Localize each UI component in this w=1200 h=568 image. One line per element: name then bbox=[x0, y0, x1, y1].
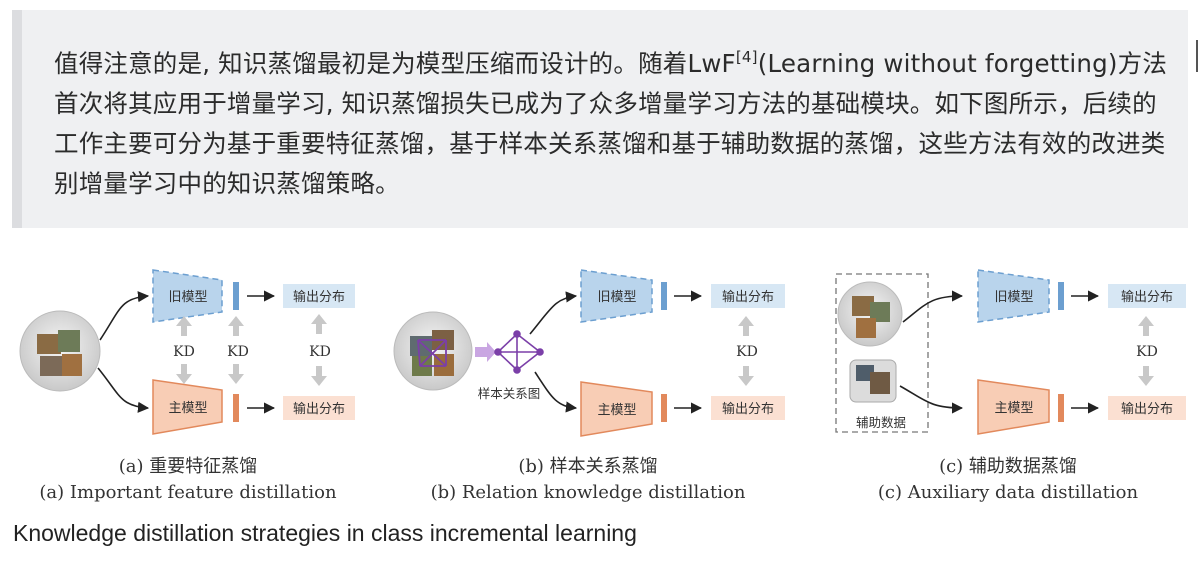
old-model-label: 旧模型 bbox=[168, 290, 207, 305]
dashed-group-box bbox=[835, 273, 929, 433]
old-output-label: 输出分布 bbox=[722, 289, 774, 305]
main-output-label: 输出分布 bbox=[293, 401, 345, 417]
old-output-box bbox=[1108, 284, 1186, 308]
image-thumb bbox=[58, 330, 80, 352]
kd-label: KD bbox=[736, 344, 758, 360]
panel-b-title-cn: (b) 样本关系蒸馏 bbox=[518, 456, 658, 477]
quote-paragraph: 值得注意的是, 知识蒸馏最初是为模型压缩而设计的。随着LwF[4](Learni… bbox=[54, 44, 1179, 204]
paragraph-text-2: (Learning without forgetting)方法首次将其应用于增量… bbox=[54, 49, 1168, 198]
panel-b: 样本关系图 旧模型 输出分布 主模型 输出分布 KD bbox=[393, 269, 785, 437]
image-thumb bbox=[870, 372, 890, 394]
old-output-box bbox=[711, 284, 785, 308]
arrow bbox=[534, 371, 578, 413]
old-feature-bar bbox=[1058, 282, 1064, 310]
old-model-shape bbox=[977, 269, 1050, 323]
panel-c-title-en: (c) Auxiliary data distillation bbox=[877, 482, 1139, 503]
kd-label: KD bbox=[1136, 344, 1158, 360]
old-model-label: 旧模型 bbox=[597, 290, 636, 305]
image-thumb bbox=[852, 296, 874, 316]
relation-arrow bbox=[475, 342, 496, 362]
main-output-box bbox=[283, 396, 355, 420]
main-model-shape bbox=[977, 379, 1050, 435]
image-thumb bbox=[40, 356, 62, 376]
panel-c-title-cn: (c) 辅助数据蒸馏 bbox=[939, 456, 1077, 477]
arrow bbox=[902, 290, 964, 323]
main-model-label: 主模型 bbox=[168, 401, 207, 416]
panel-b-title-en: (b) Relation knowledge distillation bbox=[430, 482, 746, 503]
relation-graph bbox=[494, 330, 544, 374]
old-output-label: 输出分布 bbox=[1121, 289, 1173, 305]
image-thumb bbox=[410, 336, 432, 356]
main-output-box bbox=[711, 396, 785, 420]
main-model-label: 主模型 bbox=[597, 403, 636, 418]
main-output-box bbox=[1108, 396, 1186, 420]
blockquote: 值得注意的是, 知识蒸馏最初是为模型压缩而设计的。随着LwF[4](Learni… bbox=[12, 10, 1188, 228]
old-output-box bbox=[283, 284, 355, 308]
panel-a-title-cn: (a) 重要特征蒸馏 bbox=[118, 456, 258, 477]
figure: 旧模型 输出分布 主模型 输出分布 KD KD KD bbox=[0, 250, 1200, 510]
relation-overlay bbox=[417, 339, 447, 367]
aux-data-label: 辅助数据 bbox=[856, 415, 906, 430]
old-feature-bar bbox=[233, 282, 239, 310]
old-model-shape bbox=[152, 269, 223, 323]
kd-arrows bbox=[738, 316, 754, 386]
image-thumb bbox=[37, 334, 61, 354]
panel-a: 旧模型 输出分布 主模型 输出分布 KD KD KD bbox=[19, 269, 355, 435]
image-thumb bbox=[62, 354, 82, 376]
panel-c: 辅助数据 旧模型 输出分布 主模型 输出分布 KD bbox=[835, 269, 1186, 435]
arrow bbox=[529, 291, 578, 335]
old-model-label: 旧模型 bbox=[994, 290, 1033, 305]
old-output-label: 输出分布 bbox=[293, 289, 345, 305]
kd-label: KD bbox=[173, 344, 195, 360]
kd-label: KD bbox=[309, 344, 331, 360]
main-model-shape bbox=[152, 379, 223, 435]
paragraph-text-1: 值得注意的是, 知识蒸馏最初是为模型压缩而设计的。随着LwF bbox=[54, 49, 736, 78]
figure-caption: Knowledge distillation strategies in cla… bbox=[13, 520, 637, 546]
main-output-label: 输出分布 bbox=[722, 401, 774, 417]
image-thumb bbox=[856, 365, 874, 381]
arrow bbox=[99, 291, 150, 341]
main-model-label: 主模型 bbox=[994, 401, 1033, 416]
scrollbar-edge bbox=[1196, 40, 1198, 72]
main-feature-bar bbox=[233, 394, 239, 422]
old-feature-bar bbox=[661, 282, 667, 310]
input-images-circle bbox=[393, 311, 473, 391]
main-feature-bar bbox=[1058, 394, 1064, 422]
kd-arrows bbox=[176, 314, 327, 386]
main-model-shape bbox=[580, 381, 653, 437]
relation-graph-label: 样本关系图 bbox=[478, 386, 541, 401]
main-output-label: 输出分布 bbox=[1121, 401, 1173, 417]
citation-link[interactable]: [4] bbox=[735, 48, 758, 66]
image-thumb bbox=[856, 318, 876, 338]
figure-svg: 旧模型 输出分布 主模型 输出分布 KD KD KD bbox=[19, 269, 1186, 437]
arrow bbox=[97, 367, 150, 413]
kd-arrows bbox=[1138, 316, 1154, 386]
kd-label: KD bbox=[227, 344, 249, 360]
image-thumb bbox=[870, 302, 890, 322]
panel-a-title-en: (a) Important feature distillation bbox=[39, 482, 337, 503]
arrow bbox=[899, 385, 964, 414]
main-feature-bar bbox=[661, 394, 667, 422]
old-model-shape bbox=[580, 269, 653, 323]
